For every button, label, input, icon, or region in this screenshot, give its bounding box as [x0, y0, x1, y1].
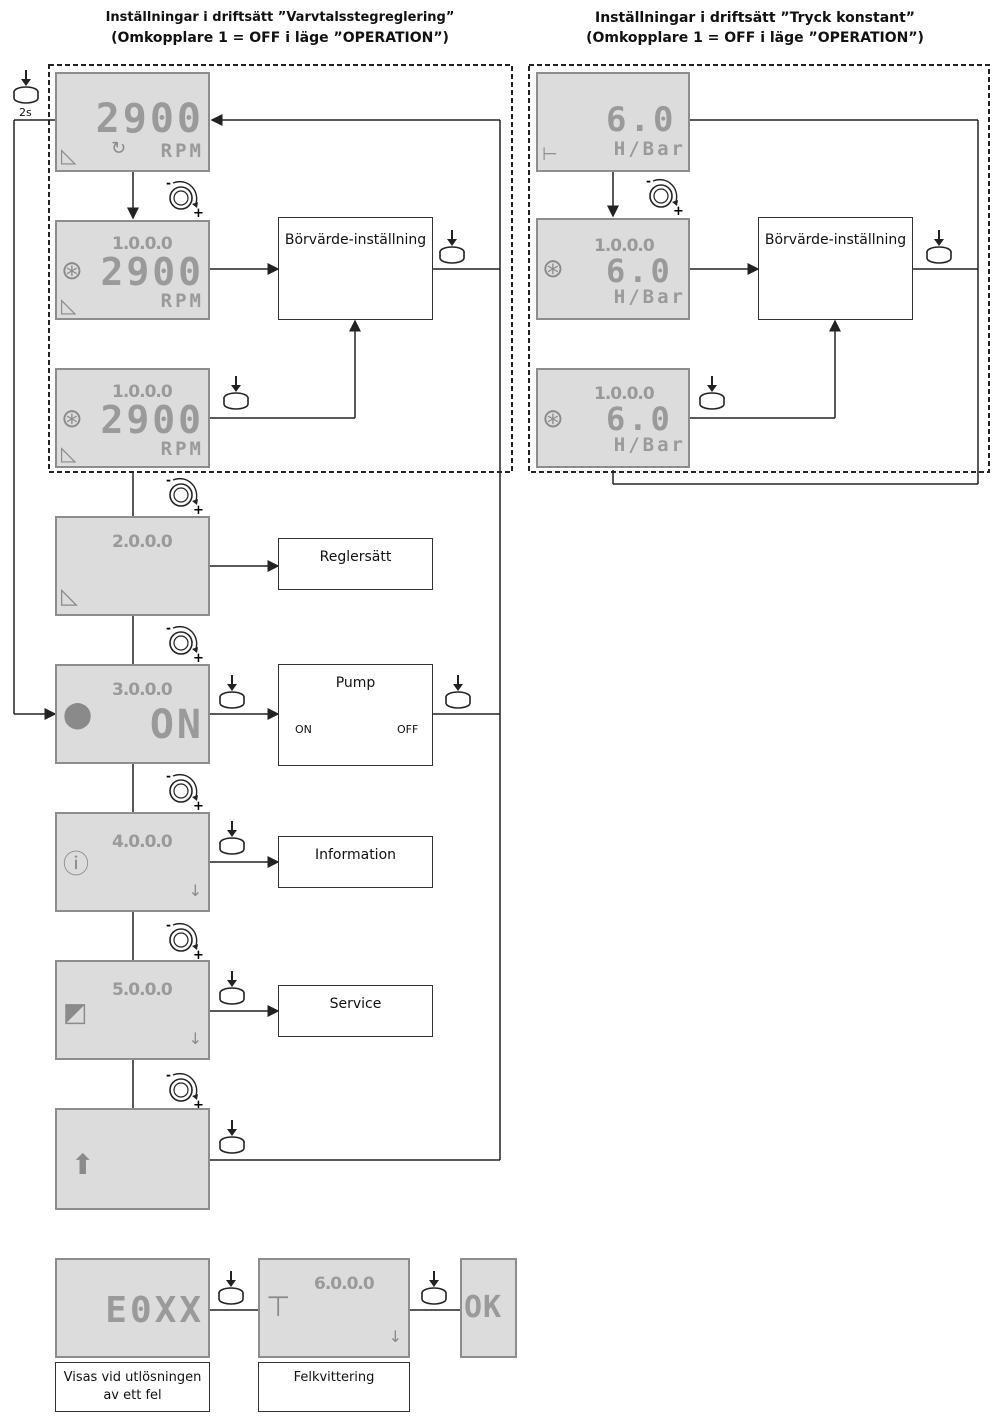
information-box: Information	[278, 836, 433, 888]
screen-rpm-main: 2900 RPM ↻ ◺	[55, 72, 210, 172]
menu6-code: 6.0.0.0	[314, 1274, 375, 1294]
menu4-code: 4.0.0.0	[112, 832, 173, 852]
service-icon: ◩	[63, 998, 88, 1028]
information-label: Information	[314, 847, 397, 863]
error-value: E0XX	[105, 1290, 204, 1331]
pressure-setpoint2-value: 6.0	[606, 400, 673, 438]
pump-off-label: OFF	[397, 723, 419, 736]
screen-menu-6: 6.0.0.0 ⊤ ↓	[258, 1258, 410, 1358]
corner-icon: ◺	[61, 293, 77, 317]
acknowledge-icon: ⊤	[266, 1290, 291, 1323]
rpm-setpoint-value: 2900	[100, 250, 204, 294]
submenu-arrow-icon: ↓	[188, 881, 202, 900]
submenu-arrow-icon: ↓	[188, 1029, 202, 1048]
screen-rpm-setpoint-confirm: 1.0.0.0 ⊛ 2900 RPM ◺	[55, 368, 210, 468]
menu3-value: ON	[149, 702, 204, 748]
screen-rpm-setpoint: 1.0.0.0 ⊛ 2900 RPM ◺	[55, 220, 210, 320]
pressure-setpoint2-code: 1.0.0.0	[594, 384, 655, 404]
screen-error: E0XX	[55, 1258, 210, 1358]
pump-label: Pump	[335, 675, 376, 691]
rpm-main-unit: RPM	[160, 140, 204, 162]
error-caption-text: Visas vid utlösningen av ett fel	[63, 1370, 202, 1403]
pressure-main-unit: H/Bar	[613, 138, 686, 160]
service-label: Service	[329, 996, 382, 1012]
right-title-line2: (Omkopplare 1 = OFF i läge ”OPERATION”)	[586, 30, 924, 46]
service-box: Service	[278, 985, 433, 1037]
screen-ok: OK	[460, 1258, 517, 1358]
pump-icon: ⬤	[63, 700, 93, 730]
control-mode-icon: ◺	[61, 584, 78, 609]
right-title-line1: Inställningar i driftsätt ”Tryck konstan…	[594, 10, 916, 26]
left-title-line2: (Omkopplare 1 = OFF i läge ”OPERATION”)	[111, 30, 449, 46]
menu3-code: 3.0.0.0	[112, 680, 173, 700]
control-mode-label: Reglersätt	[319, 549, 392, 565]
pressure-setpoint-code: 1.0.0.0	[594, 236, 655, 256]
rpm-setpoint2-value: 2900	[100, 398, 204, 442]
error-caption: Visas vid utlösningen av ett fel	[55, 1362, 210, 1412]
screen-menu-3: 3.0.0.0 ⬤ ON	[55, 664, 210, 764]
pump-on-label: ON	[295, 723, 312, 736]
screen-menu-5: 5.0.0.0 ◩ ↓	[55, 960, 210, 1060]
rpm-setpoint-code: 1.0.0.0	[112, 234, 173, 254]
back-arrow-icon: ⬆	[71, 1148, 95, 1181]
left-title: Inställningar i driftsätt ”Varvtalsstegr…	[60, 8, 500, 48]
rpm-main-value: 2900	[95, 96, 204, 142]
menu5-code: 5.0.0.0	[112, 980, 173, 1000]
setpoint-icon: ⊛	[542, 254, 564, 284]
pressure-setpoint-value: 6.0	[606, 252, 673, 290]
control-mode-box: Reglersätt	[278, 538, 433, 590]
submenu-arrow-icon: ↓	[388, 1327, 402, 1346]
speed-icon: ↻	[111, 138, 127, 159]
corner-icon: ◺	[61, 143, 77, 167]
rpm-setpoint2-unit: RPM	[160, 438, 204, 460]
right-title: Inställningar i driftsätt ”Tryck konstan…	[525, 8, 985, 48]
pressure-main-value: 6.0	[606, 100, 677, 140]
screen-menu-4: 4.0.0.0 ⓘ ↓	[55, 812, 210, 912]
corner-icon: ⊢	[542, 144, 558, 165]
screen-pressure-main: 6.0 H/Bar ⊢	[536, 72, 690, 172]
pressure-setpoint2-unit: H/Bar	[613, 434, 686, 456]
setpoint-icon: ⊛	[542, 404, 564, 434]
setpoint-box-right: Börvärde-inställning	[758, 217, 913, 320]
info-icon: ⓘ	[63, 850, 90, 880]
screen-back: ⬆	[55, 1108, 210, 1210]
setpoint-icon: ⊛	[61, 404, 83, 434]
pump-box: Pump ON OFF	[278, 664, 433, 766]
screen-menu-2: 2.0.0.0 ◺	[55, 516, 210, 616]
screen-pressure-setpoint-confirm: 1.0.0.0 ⊛ 6.0 H/Bar	[536, 368, 690, 468]
ack-caption-text: Felkvittering	[293, 1370, 375, 1385]
screen-pressure-setpoint: 1.0.0.0 ⊛ 6.0 H/Bar	[536, 218, 690, 320]
menu2-code: 2.0.0.0	[112, 532, 173, 552]
setpoint-box-left-label: Börvärde-inställning	[284, 232, 427, 248]
rpm-setpoint-unit: RPM	[160, 290, 204, 312]
left-title-line1: Inställningar i driftsätt ”Varvtalsstegr…	[105, 10, 455, 25]
rpm-setpoint2-code: 1.0.0.0	[112, 382, 173, 402]
setpoint-box-right-label: Börvärde-inställning	[764, 232, 907, 248]
ack-caption: Felkvittering	[258, 1362, 410, 1412]
setpoint-box-left: Börvärde-inställning	[278, 217, 433, 320]
corner-icon: ◺	[61, 441, 77, 465]
pressure-setpoint-unit: H/Bar	[613, 286, 686, 308]
setpoint-icon: ⊛	[61, 256, 83, 286]
ok-value: OK	[464, 1290, 503, 1325]
hold-duration-label: 2s	[19, 106, 32, 119]
